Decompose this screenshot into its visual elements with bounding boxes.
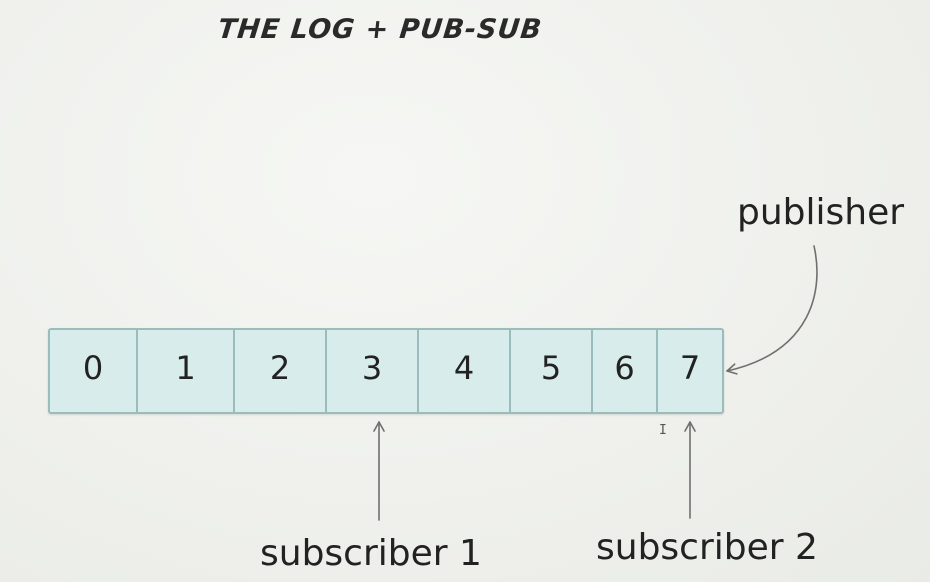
log-cell-1: 1 — [138, 330, 235, 412]
log-array: 0 1 2 3 4 5 6 7 — [48, 328, 724, 414]
log-cell-0: 0 — [50, 330, 138, 412]
log-cell-4: 4 — [419, 330, 511, 412]
subscriber-2-label: subscriber 2 — [596, 527, 818, 568]
log-cell-5-label: 5 — [540, 349, 562, 387]
log-cell-3-label: 3 — [361, 349, 383, 387]
publisher-label: publisher — [737, 192, 905, 233]
log-cell-7: 7 — [658, 330, 722, 412]
publisher-arrow — [726, 245, 818, 375]
log-cell-6: 6 — [593, 330, 658, 412]
subscriber-1-label: subscriber 1 — [260, 533, 482, 574]
log-cell-0-label: 0 — [82, 349, 104, 387]
log-cell-2: 2 — [235, 330, 327, 412]
log-cell-3: 3 — [327, 330, 419, 412]
log-cell-7-label: 7 — [679, 349, 701, 387]
log-cell-6-label: 6 — [614, 349, 635, 387]
log-cell-5: 5 — [511, 330, 593, 412]
diagram-title: THE LOG + PUB-SUB — [216, 14, 544, 45]
log-cell-1-label: 1 — [175, 349, 196, 387]
text-cursor-icon: I — [659, 423, 667, 438]
log-cell-2-label: 2 — [269, 349, 291, 387]
log-cell-4-label: 4 — [453, 349, 475, 387]
